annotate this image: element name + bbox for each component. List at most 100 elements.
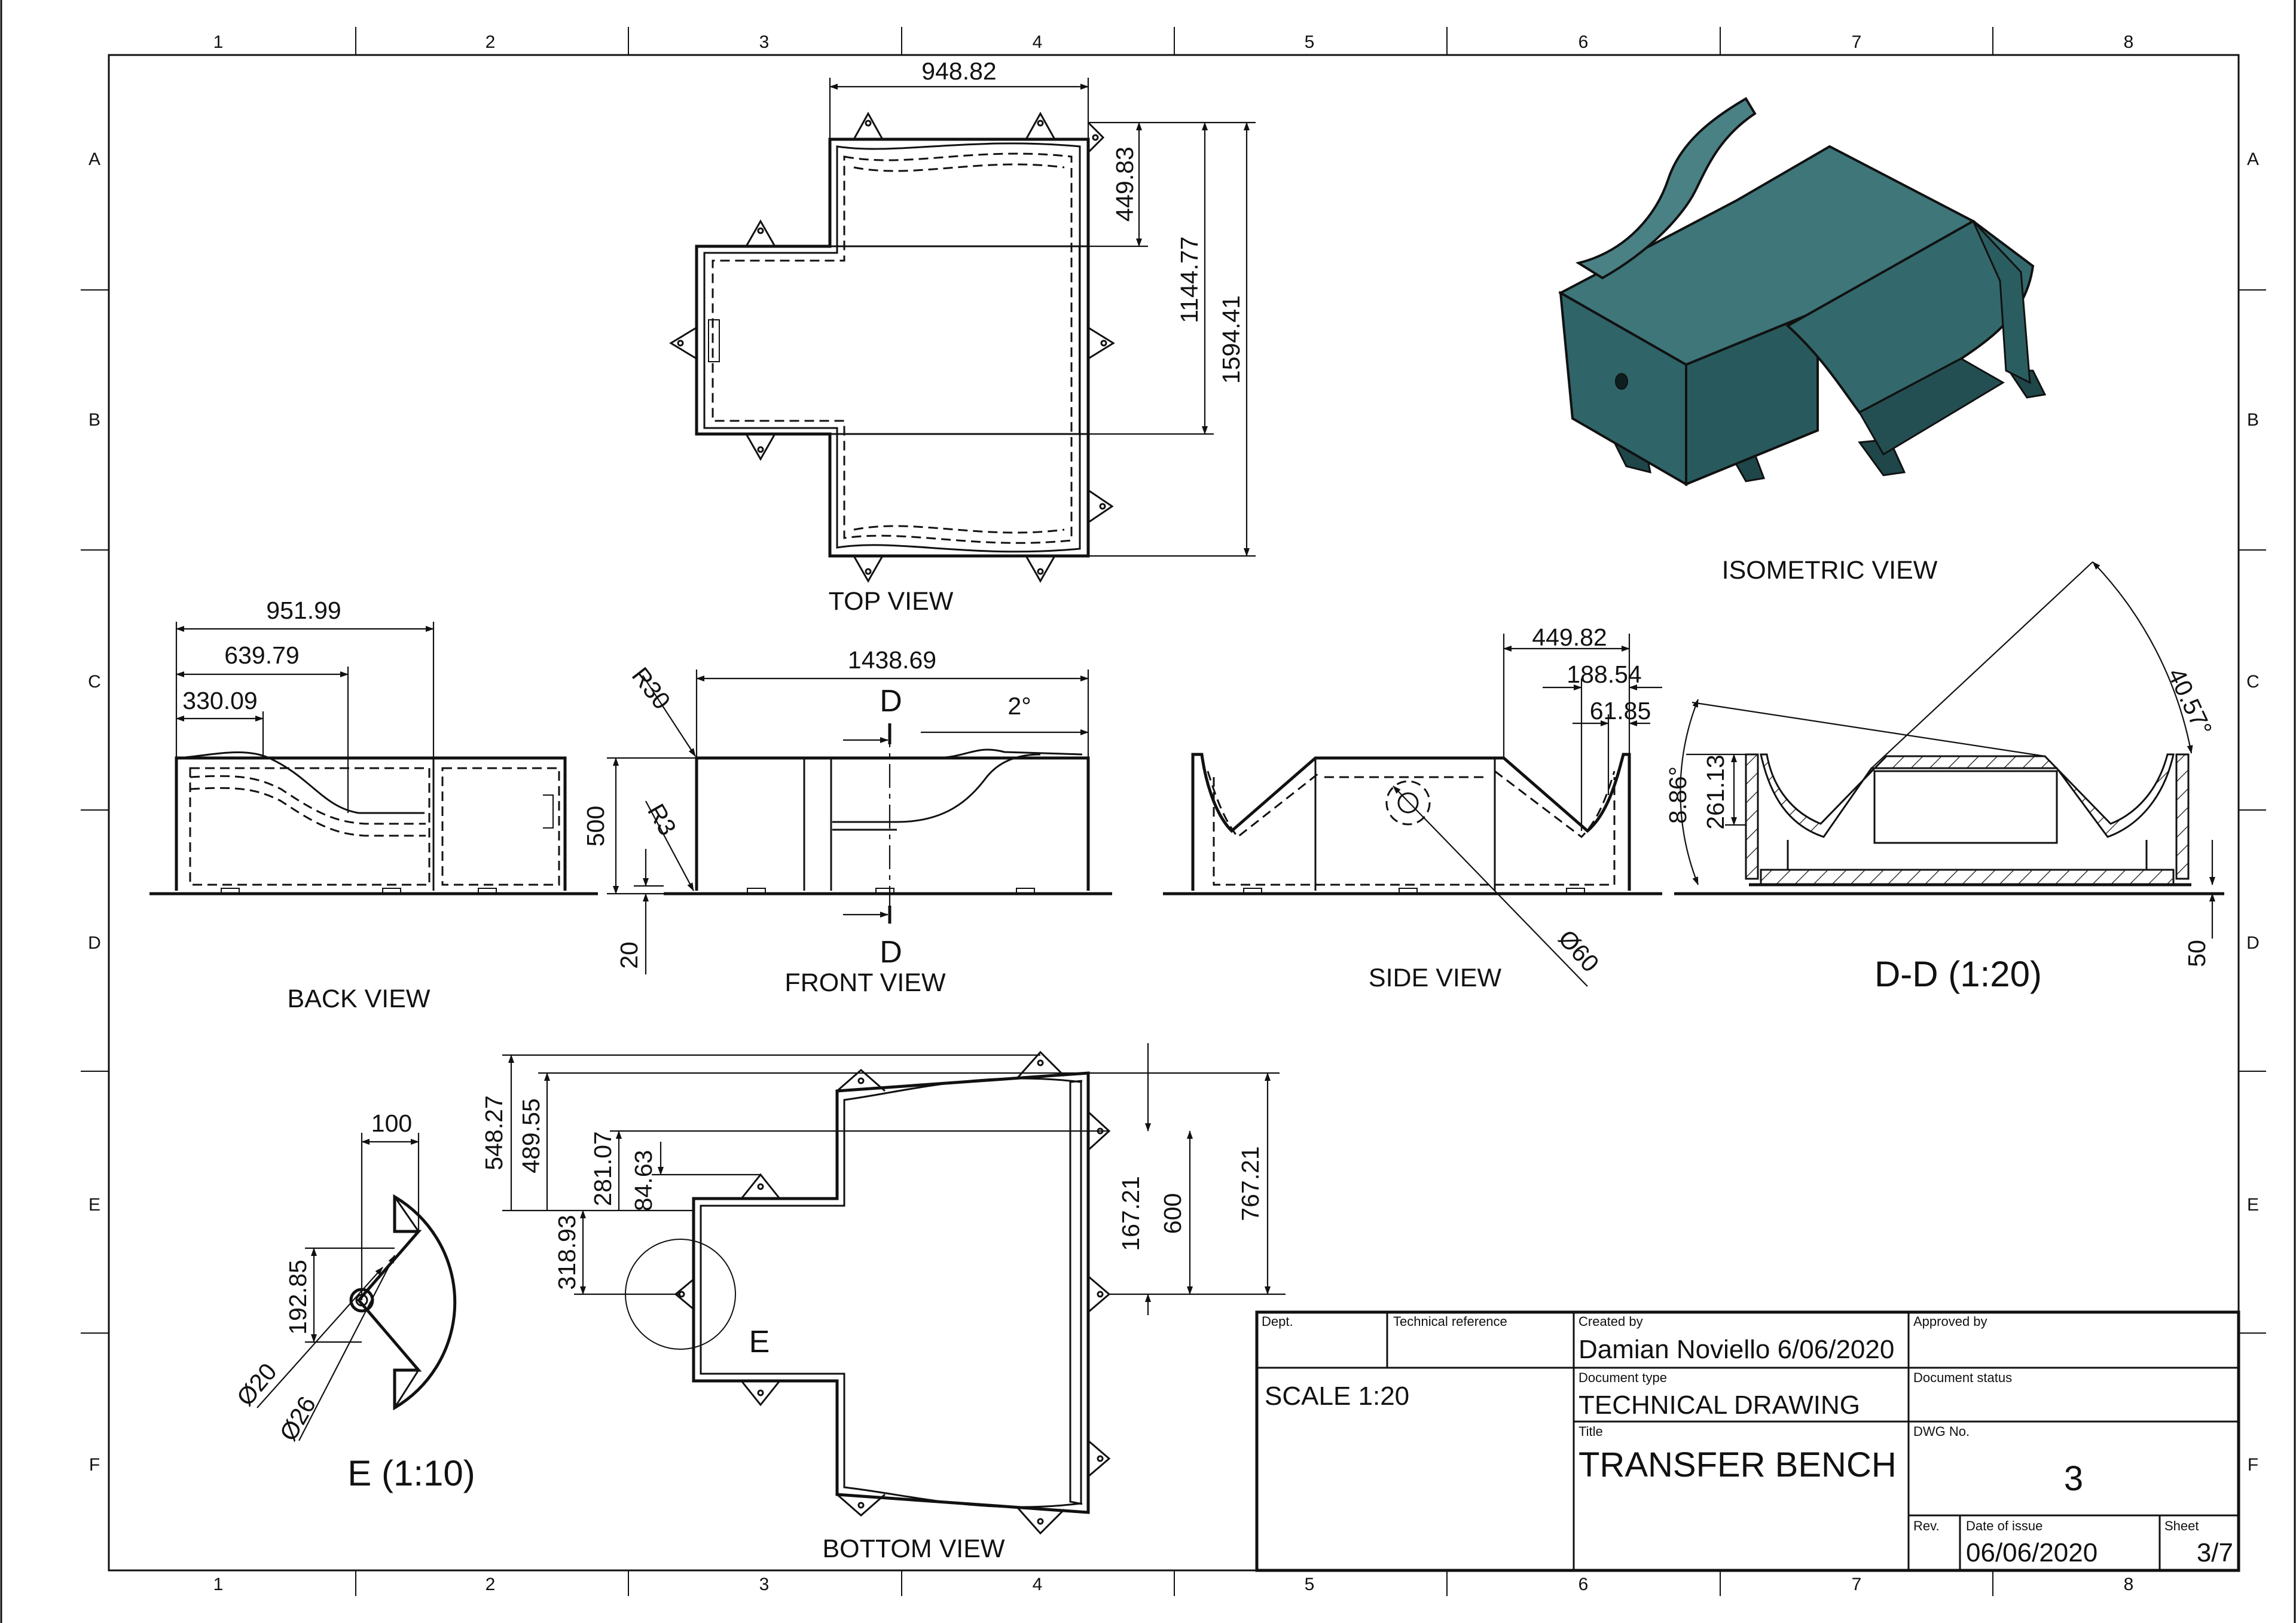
zone-col-8-top: 8 <box>2124 32 2134 52</box>
zone-row-a-left: A <box>88 149 100 169</box>
zone-col-8-bottom: 8 <box>2124 1575 2134 1594</box>
zone-row-b-right: B <box>2247 410 2259 430</box>
back-dim-951-99: 951.99 <box>266 597 341 624</box>
tb-docstatus-label: Document status <box>1913 1370 2012 1385</box>
tb-dwg-value: 3 <box>2064 1459 2083 1498</box>
tb-rev-label: Rev. <box>1913 1518 1940 1533</box>
side-dim-61-85: 61.85 <box>1590 697 1651 725</box>
side-dim-188-54: 188.54 <box>1567 661 1641 688</box>
zone-row-e-left: E <box>88 1195 100 1215</box>
detail-e-view: 100 192.85 Ø20 Ø26 E (1:10) <box>231 1109 475 1493</box>
side-view: 449.82 188.54 61.85 Ø60 SIDE VIEW <box>1163 623 1662 992</box>
zone-row-e-right: E <box>2247 1195 2259 1215</box>
detail-dim-dia26: Ø26 <box>274 1392 322 1445</box>
bottom-dim-167-21: 167.21 <box>1117 1176 1144 1251</box>
zone-col-7-bottom: 7 <box>1852 1575 1862 1594</box>
tb-title-value: TRANSFER BENCH <box>1578 1445 1897 1484</box>
zone-col-3-top: 3 <box>759 32 770 52</box>
back-view-label: BACK VIEW <box>288 985 430 1013</box>
tb-approved-label: Approved by <box>1913 1314 1987 1329</box>
tb-title-label: Title <box>1578 1424 1603 1439</box>
isometric-view-label: ISOMETRIC VIEW <box>1722 556 1938 585</box>
back-dim-330-09: 330.09 <box>182 687 257 714</box>
zone-row-c-left: C <box>88 672 101 692</box>
bottom-view: E 548.27 489.55 281.07 84.63 318.93 167.… <box>480 1043 1286 1563</box>
zone-col-5-top: 5 <box>1305 32 1315 52</box>
front-view-label: FRONT VIEW <box>784 968 946 997</box>
tb-created-label: Created by <box>1578 1314 1643 1329</box>
back-dim-639-79: 639.79 <box>224 641 299 669</box>
section-mark-top: D <box>880 684 902 719</box>
front-dim-2deg: 2° <box>1007 692 1031 720</box>
bottom-dim-489-55: 489.55 <box>517 1098 545 1173</box>
bottom-dim-548-27: 548.27 <box>480 1095 508 1170</box>
detail-view-label: E (1:10) <box>347 1453 475 1493</box>
top-dim-1594-41: 1594.41 <box>1217 295 1245 384</box>
section-dim-50: 50 <box>2183 940 2210 967</box>
detail-mark-e: E <box>749 1325 770 1359</box>
top-view-label: TOP VIEW <box>829 587 954 616</box>
section-dim-40-57deg: 40.57° <box>2163 664 2218 739</box>
section-mark-bottom: D <box>880 935 902 970</box>
zone-row-c-right: C <box>2246 672 2260 692</box>
top-dim-width: 948.82 <box>921 57 996 85</box>
tb-date-value: 06/06/2020 <box>1966 1538 2097 1567</box>
front-dim-r30: R30 <box>627 662 676 715</box>
detail-dim-dia20: Ø20 <box>231 1358 282 1411</box>
section-d-d-view: 40.57° 8.86° 261.13 50 D-D (1:20) <box>1664 561 2224 994</box>
front-dim-1438-69: 1438.69 <box>848 646 936 674</box>
section-dim-261-13: 261.13 <box>1702 754 1729 829</box>
section-dim-8-86deg: 8.86° <box>1664 766 1692 824</box>
tb-created-value: Damian Noviello 6/06/2020 <box>1578 1335 1894 1364</box>
zone-row-a-right: A <box>2247 149 2259 169</box>
isometric-view: ISOMETRIC VIEW <box>1558 97 2047 585</box>
front-dim-500: 500 <box>582 806 609 846</box>
tb-doctype-label: Document type <box>1578 1370 1667 1385</box>
title-block: Dept. Technical reference Created by Dam… <box>1255 1310 2240 1572</box>
bottom-dim-767-21: 767.21 <box>1236 1146 1264 1221</box>
zone-col-7-top: 7 <box>1852 32 1862 52</box>
zone-col-2-top: 2 <box>486 32 496 52</box>
section-view-label: D-D (1:20) <box>1874 954 2042 994</box>
zone-col-4-bottom: 4 <box>1033 1575 1043 1594</box>
front-dim-20: 20 <box>615 942 643 969</box>
front-view: D D 1438.69 2° R30 R3 500 20 FRONT VIEW <box>582 646 1112 997</box>
zone-row-d-right: D <box>2246 933 2260 953</box>
bottom-dim-281-07: 281.07 <box>589 1131 616 1206</box>
tb-date-label: Date of issue <box>1966 1518 2042 1533</box>
back-view: 951.99 639.79 330.09 BACK VIEW <box>149 597 598 1013</box>
tb-dwg-label: DWG No. <box>1913 1424 1970 1439</box>
top-dim-449-83: 449.83 <box>1111 146 1138 221</box>
zone-col-6-top: 6 <box>1578 32 1589 52</box>
zone-col-3-bottom: 3 <box>759 1575 770 1594</box>
top-dim-1144-77: 1144.77 <box>1176 236 1203 323</box>
side-view-label: SIDE VIEW <box>1369 964 1502 992</box>
zone-row-f-right: F <box>2248 1455 2258 1475</box>
zone-row-b-left: B <box>88 410 100 430</box>
zone-col-1-top: 1 <box>213 32 224 52</box>
zone-col-6-bottom: 6 <box>1578 1575 1589 1594</box>
detail-dim-100: 100 <box>371 1109 412 1137</box>
tb-dept-label: Dept. <box>1262 1314 1293 1329</box>
zone-col-5-bottom: 5 <box>1305 1575 1315 1594</box>
side-dim-dia60: Ø60 <box>1553 924 1604 977</box>
zone-col-1-bottom: 1 <box>213 1575 224 1594</box>
bottom-view-label: BOTTOM VIEW <box>823 1535 1005 1563</box>
tb-sheet-label: Sheet <box>2164 1518 2199 1533</box>
bottom-dim-600: 600 <box>1159 1193 1186 1234</box>
top-view: 948.82 449.83 1144.77 1594.41 TOP VIEW <box>669 57 1256 616</box>
zone-row-f-left: F <box>89 1455 100 1475</box>
tb-techref-label: Technical reference <box>1393 1314 1507 1329</box>
zone-row-d-left: D <box>88 933 101 953</box>
zone-col-2-bottom: 2 <box>486 1575 496 1594</box>
bottom-dim-318-93: 318.93 <box>553 1215 581 1289</box>
bottom-dim-84-63: 84.63 <box>630 1150 657 1212</box>
side-dim-449-82: 449.82 <box>1532 623 1607 651</box>
detail-dim-192-85: 192.85 <box>284 1260 312 1334</box>
tb-sheet-value: 3/7 <box>2197 1538 2233 1567</box>
zone-col-4-top: 4 <box>1033 32 1043 52</box>
tb-doctype-value: TECHNICAL DRAWING <box>1578 1390 1860 1420</box>
tb-scale-value: SCALE 1:20 <box>1265 1381 1409 1411</box>
